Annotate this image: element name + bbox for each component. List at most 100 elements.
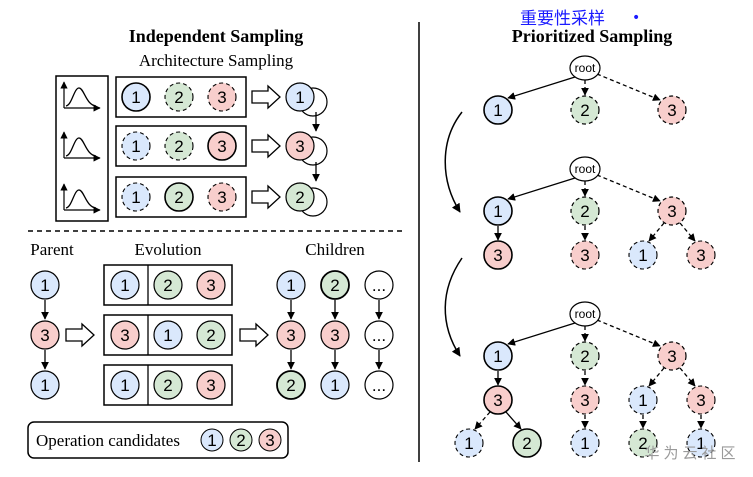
svg-text:1: 1 [163,326,172,345]
tree-level2-node-3: 3 [483,240,513,270]
arch-op-2-unselected: 2 [164,82,194,112]
architecture-sampling-rows: 1 2 3 1 2 3 1 2 3 [115,76,281,218]
tree-edge-candidate [648,222,665,242]
tree-level2-node-3: 3 [483,385,513,415]
distribution-plot-1 [60,81,101,112]
tree-edge-selected [505,411,522,430]
sample-arrow-2 [251,133,281,159]
evolution-op-2: 2 [196,320,226,350]
tree-level1-node-2: 2 [570,196,600,226]
svg-text:3: 3 [493,246,502,265]
tree-level1-node-1: 1 [483,196,513,226]
arch-op-3-selected: 3 [207,131,237,161]
child-node-1: 1 [320,370,350,400]
arch-op-3-unselected: 3 [207,82,237,112]
prioritized-sampling-title: Prioritized Sampling [512,26,673,46]
arch-op-1-unselected: 1 [121,182,151,212]
parent-chain: 131 [30,270,95,400]
svg-text:2: 2 [206,326,215,345]
tree-edge-candidate [596,73,661,101]
arch-op-1-selected: 1 [121,82,151,112]
evolution-op-3: 3 [110,320,140,350]
svg-text:2: 2 [580,202,589,221]
tree-edge-candidate [648,367,665,387]
child-node-ellipsis: ... [364,370,394,400]
child-node-ellipsis: ... [364,270,394,300]
children-chains: 132231......... [276,270,394,400]
svg-text:1: 1 [696,434,705,453]
svg-text:3: 3 [265,431,274,450]
svg-text:3: 3 [667,347,676,366]
distribution-panel [55,75,109,222]
svg-text:2: 2 [580,101,589,120]
tree-edge-selected [507,322,576,346]
svg-text:2: 2 [174,188,183,207]
tree-level1-node-2: 2 [570,95,600,125]
svg-text:1: 1 [40,276,49,295]
svg-text:1: 1 [131,88,140,107]
root-node [569,55,601,81]
evolve-arrow [65,322,95,348]
tree-level1-node-3: 3 [657,341,687,371]
arch-op-3-unselected: 3 [207,182,237,212]
svg-text:3: 3 [217,137,226,156]
svg-text:3: 3 [217,188,226,207]
distribution-plot-2 [60,131,101,162]
svg-text:3: 3 [40,326,49,345]
evolution-op-1: 1 [110,270,140,300]
children-label: Children [305,240,365,259]
tree-level3-node-1: 1 [454,428,484,458]
svg-text:1: 1 [131,137,140,156]
tree-level3-node-2: 2 [512,428,542,458]
svg-text:3: 3 [667,101,676,120]
root-label: root [575,61,596,75]
tree-level3-node-1: 1 [570,428,600,458]
evolution-op-1: 1 [110,370,140,400]
tree-edge-selected [507,76,576,100]
svg-text:3: 3 [493,391,502,410]
child-node-2: 2 [320,270,350,300]
root-node [569,156,601,182]
svg-text:3: 3 [217,88,226,107]
evolution-label: Evolution [134,240,202,259]
tree-level1-node-3: 3 [657,196,687,226]
svg-text:1: 1 [295,88,304,107]
footer-watermark: 华为云社区 [644,444,739,462]
distribution-plot-3 [60,183,101,214]
svg-text:1: 1 [120,376,129,395]
svg-text:1: 1 [638,246,647,265]
svg-text:2: 2 [174,137,183,156]
progress-arrow-1 [444,111,463,213]
svg-text:3: 3 [696,246,705,265]
svg-text:3: 3 [580,391,589,410]
root-node [569,301,601,327]
watermark-bullet: • [632,10,640,26]
child-node-2: 2 [276,370,306,400]
candidate-node-2: 2 [229,428,253,452]
tree-level2-node-3: 3 [570,385,600,415]
evolution-op-2: 2 [153,370,183,400]
svg-text:2: 2 [638,434,647,453]
child-node-ellipsis: ... [364,320,394,350]
evolution-op-2: 2 [153,270,183,300]
tree-edge-candidate [474,411,491,430]
svg-text:2: 2 [174,88,183,107]
svg-text:3: 3 [206,376,215,395]
svg-text:1: 1 [120,276,129,295]
svg-text:1: 1 [207,431,216,450]
svg-text:1: 1 [638,391,647,410]
tree-level2-node-1: 1 [628,240,658,270]
arch-chain-node-3: 3 [285,131,315,161]
operation-candidates-box [27,421,289,459]
svg-text:3: 3 [286,326,295,345]
svg-text:3: 3 [295,137,304,156]
architecture-sampling-label: Architecture Sampling [139,51,294,70]
tree-level2-node-1: 1 [628,385,658,415]
candidate-node-3: 3 [258,428,282,452]
tree-edge-selected [507,177,576,201]
